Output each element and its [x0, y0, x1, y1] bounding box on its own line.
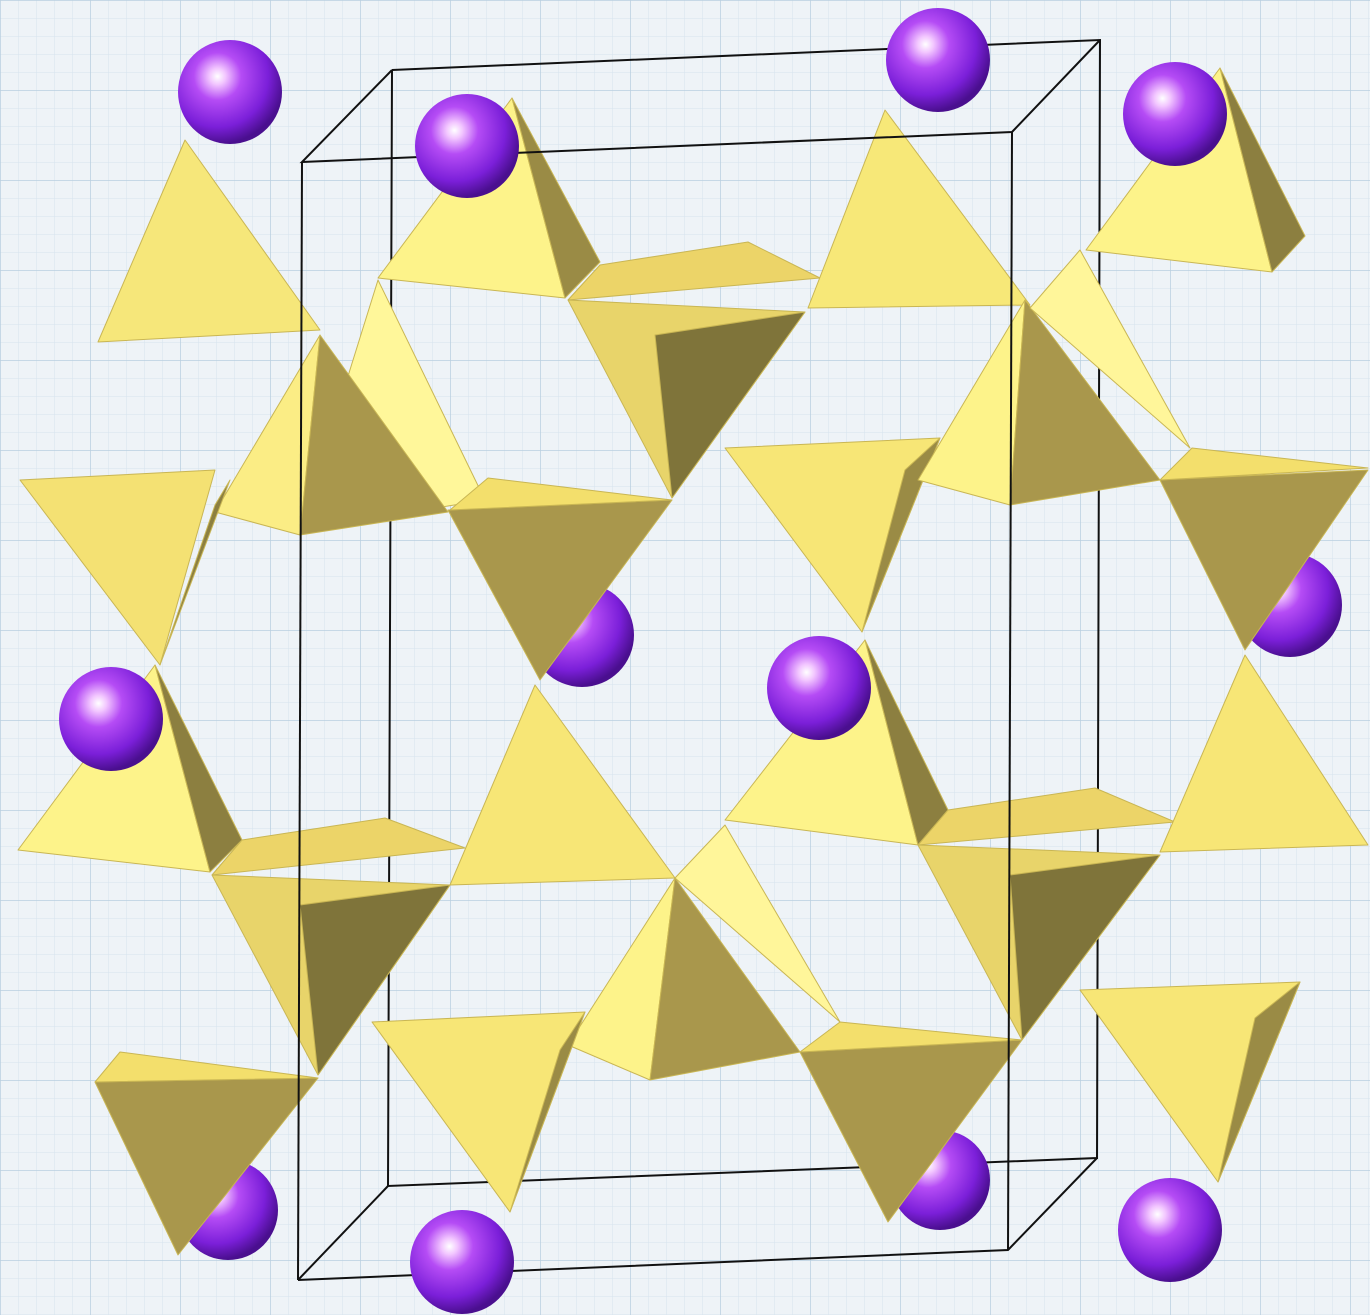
front-spheres [59, 8, 1227, 1314]
sphere [886, 8, 990, 112]
sphere [59, 667, 163, 771]
tetrahedron-side [649, 877, 801, 1081]
tetrahedron-side [654, 311, 806, 499]
tetrahedron-side [1009, 299, 1161, 506]
tetrahedron [449, 684, 676, 886]
sphere [415, 94, 519, 198]
tetrahedron [97, 139, 321, 343]
tetrahedron [807, 109, 1031, 309]
sphere [767, 636, 871, 740]
sphere [410, 1210, 514, 1314]
tetrahedron [1159, 447, 1369, 481]
tetrahedron [1029, 249, 1191, 449]
tetrahedron-side [1217, 981, 1301, 1183]
tetrahedron-side [299, 884, 451, 1076]
tetrahedron-side [861, 437, 941, 633]
unit-cell-front [297, 39, 1101, 1281]
tetrahedron-side [159, 479, 231, 666]
sphere [178, 40, 282, 144]
sphere [1123, 62, 1227, 166]
tetrahedron-side [299, 334, 449, 536]
tetrahedron [674, 824, 841, 1023]
sphere [1118, 1178, 1222, 1282]
tetrahedron-side [154, 664, 243, 873]
tetrahedron-side [509, 1011, 586, 1213]
tetrahedron-side [1219, 67, 1306, 273]
tetrahedron [1159, 654, 1369, 853]
tetrahedron [1159, 469, 1369, 651]
tetrahedron [19, 469, 216, 666]
tetrahedron [449, 477, 673, 511]
tetrahedron [211, 817, 466, 876]
tetrahedron [799, 1021, 1023, 1053]
tetrahedron [94, 1051, 319, 1083]
tetrahedron-side [1009, 854, 1161, 1041]
tetrahedron-side [511, 97, 601, 299]
